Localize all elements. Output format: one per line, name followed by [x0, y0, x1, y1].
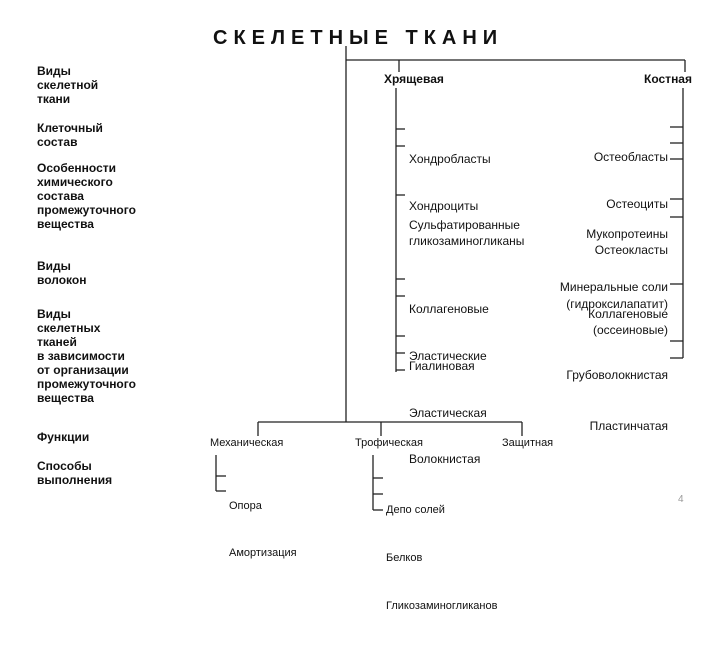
bone-branch-label: Костная	[644, 72, 692, 86]
list-item: Остеокласты	[594, 243, 668, 257]
list-item: Коллагеновые (оссеиновые)	[588, 307, 668, 337]
list-item: Белков	[386, 552, 423, 564]
list-item: Хондробласты	[409, 152, 491, 166]
row-label-tissue-types: Виды скелетной ткани	[37, 64, 99, 106]
bone-cells: Остеобласты Остеоциты Остеокласты	[594, 119, 668, 290]
list-item: Пластинчатая	[589, 419, 668, 433]
cartilage-organization: Гиалиновая Эластическая Волокнистая	[409, 328, 487, 499]
row-label-tissue-organization: Виды скелетных тканей в зависимости от о…	[37, 307, 136, 405]
cartilage-branch-label: Хрящевая	[384, 72, 444, 86]
list-item: Минеральные соли (гидроксилапатит)	[559, 279, 668, 312]
bone-organization: Грубоволокнистая Пластинчатая	[566, 333, 668, 469]
cartilage-cells: Хондробласты Хондроциты	[409, 121, 491, 245]
mechanical-methods: Опора Амортизация	[229, 468, 297, 592]
row-label-cell-composition: Клеточный состав	[37, 121, 103, 149]
row-label-chemical-composition: Особенности химического состава промежут…	[37, 161, 136, 231]
bone-chemistry: Мукопротеины Минеральные соли (гидроксил…	[560, 191, 668, 349]
list-item: Эластические	[409, 348, 487, 363]
page-number: 4	[678, 494, 684, 505]
connector-lines	[215, 46, 686, 511]
diagram-title: СКЕЛЕТНЫЕ ТКАНИ	[213, 27, 504, 49]
function-mechanical-label: Механическая	[210, 437, 284, 449]
list-item: Остеобласты	[593, 150, 668, 164]
list-item: Гликозаминогликанов	[386, 600, 498, 612]
list-item: Грубоволокнистая	[566, 368, 668, 382]
list-item: Коллагеновые	[409, 302, 489, 316]
cartilage-chemistry: Сульфатированные гликозаминогликаны	[409, 187, 524, 280]
list-item: Эластическая	[409, 405, 487, 420]
list-item: Гиалиновая	[409, 359, 475, 373]
row-label-functions: Функции	[37, 430, 90, 444]
list-item: Остеоциты	[606, 196, 668, 211]
trophic-methods: Депо солей Белков Гликозаминогликанов	[386, 470, 497, 646]
list-item: Сульфатированные гликозаминогликаны	[409, 218, 525, 248]
function-protective-label: Защитная	[502, 437, 554, 449]
function-trophic-label: Трофическая	[355, 437, 424, 449]
list-item: Депо солей	[386, 504, 445, 516]
list-item: Хондроциты	[409, 198, 479, 213]
row-label-fiber-types: Виды волокон	[37, 259, 87, 287]
row-label-methods: Способы выполнения	[37, 459, 113, 487]
list-item: Волокнистая	[409, 452, 481, 466]
list-item: Опора	[229, 500, 262, 512]
bone-fibers: Коллагеновые (оссеиновые)	[588, 276, 668, 369]
list-item: Амортизация	[229, 546, 297, 559]
skeletal-tissues-diagram: СКЕЛЕТНЫЕ ТКАНИ Виды скелетной ткани Кле…	[37, 27, 692, 612]
cartilage-fibers: Коллагеновые Эластические	[409, 271, 489, 395]
list-item: Мукопротеины	[586, 227, 668, 241]
